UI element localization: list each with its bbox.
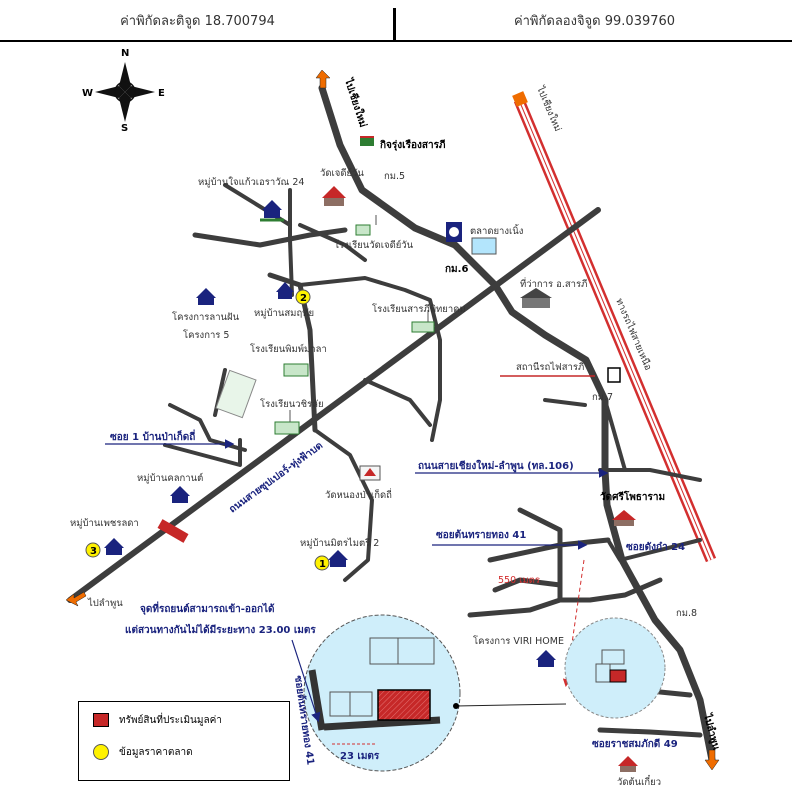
- market-marker-3-num: 3: [90, 546, 97, 557]
- label-dist-550: 550 เมตร: [498, 575, 540, 586]
- label-soi1: ซอย 1 บ้านป่าเก็ดถี่: [110, 429, 195, 443]
- label-point-note-1: จุดที่รถยนต์สามารถเข้า-ออกได้: [140, 601, 275, 615]
- location-map: N S E W: [65, 48, 723, 788]
- label-wat-ton-kiao: วัดต้นเกี๋ยว: [617, 775, 661, 788]
- village-phet-icon: [104, 538, 124, 555]
- label-kij-rung-ruang: กิจรุ่งเรืองสารภี: [380, 139, 446, 151]
- school-wachira-icon: [274, 410, 300, 435]
- compass-n: N: [121, 48, 129, 59]
- sports-field: [215, 369, 257, 419]
- label-project-viri: โครงการ VIRI HOME: [473, 635, 564, 647]
- map-legend: ทรัพย์สินที่ประเมินมูลค่า ข้อมูลราคาตลาด: [78, 701, 290, 781]
- village-mit-icon: [328, 550, 348, 567]
- label-to-lamphun-left: ไปลำพูน: [87, 597, 123, 609]
- legend-market-data-swatch: [93, 744, 109, 760]
- checkpoint-cross: [157, 519, 189, 543]
- label-district-office: ที่ว่าการ อ.สารภี: [520, 277, 587, 290]
- school-phimpa-icon: [283, 363, 309, 377]
- legend-market-data-label: ข้อมูลราคาตลาด: [119, 747, 193, 758]
- project-viri-icon: [536, 650, 556, 667]
- legend-appraised: ทรัพย์สินที่ประเมินมูลค่า: [93, 712, 222, 730]
- label-school-chedi-wan: โรงเรียนวัดเจดีย์วัน: [334, 239, 414, 251]
- label-soi-ton-sai: ซอยต้นทรายทอง 41: [436, 529, 526, 541]
- project-lan-fun-icon: [196, 288, 216, 305]
- label-soi-dong-ka: ซอยดังก๋า 24: [626, 541, 685, 553]
- property-area-small: [564, 617, 666, 719]
- label-village-mit: หมู่บ้านมิตรไมตรี 2: [300, 537, 379, 549]
- compass-e: E: [158, 88, 165, 99]
- label-km8: กม.8: [676, 608, 697, 619]
- compass-s: S: [121, 123, 128, 134]
- wat-chedi-wan-icon: [322, 186, 346, 206]
- compass-w: W: [82, 88, 93, 99]
- wat-si-icon: [612, 510, 636, 526]
- village-somdet-icon: [276, 282, 294, 299]
- label-wat-si: วัดศรีโพธาราม: [600, 490, 665, 503]
- compass-rose: N S E W: [82, 48, 165, 134]
- legend-appraised-swatch: [93, 713, 109, 727]
- market-marker-1-num: 1: [319, 559, 326, 570]
- label-project-lan-fun: โครงการลานฝัน: [172, 311, 240, 323]
- market-icon: [446, 222, 497, 255]
- label-school-wachira: โรงเรียนวชิรลัย: [260, 398, 324, 410]
- label-soi-rat: ซอยราชสมภักดี 49: [592, 738, 678, 750]
- market-marker-2-num: 2: [300, 293, 307, 304]
- label-wat-rong: วัดหนองป่าเก็ดถี่: [325, 488, 392, 501]
- railway-line: [512, 91, 717, 563]
- school-chedi-wan-icon: [355, 215, 377, 236]
- district-office-icon: [520, 288, 552, 308]
- label-school-phimpa: โรงเรียนพิมพ์มาลา: [250, 343, 327, 355]
- label-project-lan-fun-2: โครงการ 5: [183, 329, 229, 341]
- label-km7: กม.7: [592, 392, 613, 403]
- label-village-somdet: หมู่บ้านสมฤทัย: [254, 308, 314, 319]
- road-network: [67, 84, 716, 764]
- direction-arrows: [65, 69, 720, 771]
- property-inset: [303, 614, 567, 772]
- coordinate-header: ค่าพิกัดละติจูด 18.700794 ค่าพิกัดลองจิจ…: [0, 0, 792, 42]
- kij-rung-ruang-marker: [360, 136, 374, 146]
- header-divider: [393, 8, 396, 40]
- label-dist-23: 23 เมตร: [340, 751, 380, 762]
- market-marker-1: [314, 555, 330, 571]
- label-village-jai-kaew: หมู่บ้านใจแก้วเอราวัณ 24: [198, 176, 304, 188]
- label-station: สถานีรถไฟสารภี: [516, 361, 584, 373]
- legend-appraised-label: ทรัพย์สินที่ประเมินมูลค่า: [119, 715, 222, 726]
- legend-market-data: ข้อมูลราคาตลาด: [93, 744, 193, 762]
- label-km5: กม.5: [384, 171, 405, 182]
- village-khon-icon: [170, 486, 190, 503]
- wat-ton-kiao-icon: [618, 756, 638, 772]
- market-marker-2: [295, 289, 311, 305]
- label-market: ตลาดยางเนิ้ง: [470, 224, 523, 237]
- village-jai-kaew-icon: [260, 200, 284, 222]
- label-wat-chedi-wan: วัดเจดีย์วัน: [320, 167, 364, 179]
- label-village-phet: หมู่บ้านเพชรลดา: [70, 518, 139, 529]
- label-village-khon: หมู่บ้านคลกานต์: [137, 472, 203, 484]
- school-sarapee-icon: [411, 310, 435, 333]
- latitude-label: ค่าพิกัดละติจูด 18.700794: [120, 14, 275, 29]
- label-to-chiangmai-right: ไปเชียงใหม่: [534, 84, 564, 134]
- label-point-note-2: แต่สวนทางกันไม่ได้มีระยะทาง 23.00 เมตร: [125, 623, 316, 636]
- label-road-106: ถนนสายเชียงใหม่-ลำพูน (ทล.106): [418, 459, 574, 473]
- label-to-chiangmai-left: ไปเชียงใหม่: [342, 76, 370, 129]
- wat-rong-icon: [359, 465, 381, 481]
- label-school-sarapee: โรงเรียนสารภีพิทยาคม: [372, 303, 466, 315]
- longitude-label: ค่าพิกัดลองจิจูด 99.039760: [513, 14, 676, 29]
- market-marker-3: [85, 542, 101, 558]
- label-km6: กม.6: [445, 264, 468, 275]
